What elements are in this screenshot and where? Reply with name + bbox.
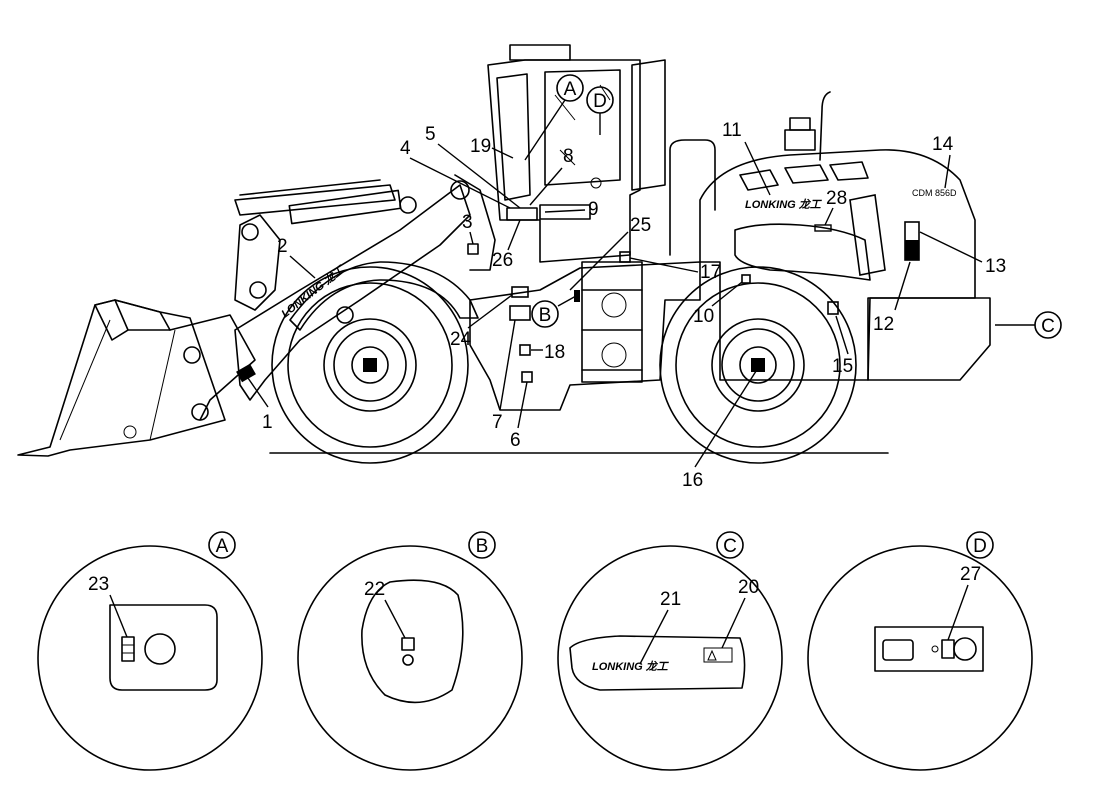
callout-16: 16 bbox=[682, 470, 703, 491]
callout-11: 11 bbox=[722, 120, 742, 141]
callout-21: 21 bbox=[660, 589, 681, 610]
decal-10 bbox=[741, 274, 751, 284]
callout-1: 1 bbox=[262, 412, 273, 433]
callout-7: 7 bbox=[492, 412, 503, 433]
decal-9 bbox=[539, 204, 591, 220]
view-b-target bbox=[574, 290, 580, 302]
callout-8: 8 bbox=[563, 146, 574, 167]
view-markers: A D B C bbox=[524, 74, 1062, 339]
decal-18 bbox=[519, 344, 531, 356]
decal-17 bbox=[619, 251, 631, 263]
hood-brand-text: LONKING 龙工 bbox=[745, 198, 823, 211]
callout-2: 2 bbox=[277, 236, 288, 257]
cab-window bbox=[544, 69, 621, 186]
exhaust-pipe bbox=[819, 91, 831, 161]
detail-view-a: A 23 bbox=[37, 531, 263, 771]
view-letter-a: A bbox=[564, 79, 577, 100]
detail-letter-b: B bbox=[476, 536, 489, 557]
callout-15: 15 bbox=[832, 356, 853, 377]
detail-view-c: C LONKING 龙工 21 20 bbox=[557, 531, 783, 771]
detail-letter-c: C bbox=[723, 536, 737, 557]
detail-letter-d: D bbox=[973, 536, 987, 557]
callout-20: 20 bbox=[738, 577, 759, 598]
callout-13: 13 bbox=[985, 256, 1006, 277]
wheel-loader-drawing: LONKING 龙工 bbox=[17, 44, 991, 464]
callout-9: 9 bbox=[588, 199, 599, 220]
detail-letter-a: A bbox=[216, 536, 229, 557]
handrail bbox=[669, 139, 716, 256]
steps bbox=[581, 261, 643, 383]
view-letter-c: C bbox=[1041, 316, 1055, 337]
callout-27: 27 bbox=[960, 564, 981, 585]
decal-1 bbox=[236, 363, 256, 383]
decal-28 bbox=[814, 224, 832, 232]
detail-view-b: B 22 bbox=[297, 531, 523, 771]
decal-7 bbox=[509, 305, 531, 321]
callout-14: 14 bbox=[932, 134, 954, 155]
detail-c-brand: LONKING 龙工 bbox=[592, 660, 670, 673]
callout-28: 28 bbox=[826, 188, 847, 209]
lift-arm bbox=[234, 184, 471, 401]
decal-24 bbox=[511, 286, 529, 298]
model-badge: CDM 856D bbox=[912, 188, 957, 198]
callout-22: 22 bbox=[364, 579, 385, 600]
callout-12: 12 bbox=[873, 314, 894, 335]
decal-15 bbox=[827, 301, 839, 315]
decal-3 bbox=[467, 243, 479, 255]
rear-tire bbox=[659, 266, 857, 464]
callout-25: 25 bbox=[630, 215, 651, 236]
callout-3: 3 bbox=[462, 212, 473, 233]
decal-6 bbox=[521, 371, 533, 383]
bucket bbox=[17, 299, 226, 457]
callouts: 1 2 3 4 5 6 7 8 9 10 11 12 13 14 15 16 1… bbox=[247, 120, 1006, 491]
callout-24: 24 bbox=[450, 329, 472, 350]
center-frame bbox=[469, 261, 701, 411]
callout-18: 18 bbox=[544, 342, 565, 363]
callout-10: 10 bbox=[693, 306, 714, 327]
view-letter-b: B bbox=[539, 305, 552, 326]
view-letter-d: D bbox=[593, 91, 607, 112]
decal-4-5 bbox=[506, 207, 538, 221]
callout-5: 5 bbox=[425, 124, 436, 145]
callout-23: 23 bbox=[88, 574, 109, 595]
callout-19: 19 bbox=[470, 136, 491, 157]
callout-4: 4 bbox=[400, 138, 411, 159]
counterweight bbox=[867, 297, 991, 381]
callout-26: 26 bbox=[492, 250, 513, 271]
callout-17: 17 bbox=[700, 262, 721, 283]
front-tire bbox=[271, 266, 469, 464]
front-fender bbox=[289, 261, 479, 331]
detail-view-d: D 27 bbox=[807, 531, 1033, 771]
side-grille bbox=[734, 223, 871, 281]
callout-6: 6 bbox=[510, 430, 521, 451]
